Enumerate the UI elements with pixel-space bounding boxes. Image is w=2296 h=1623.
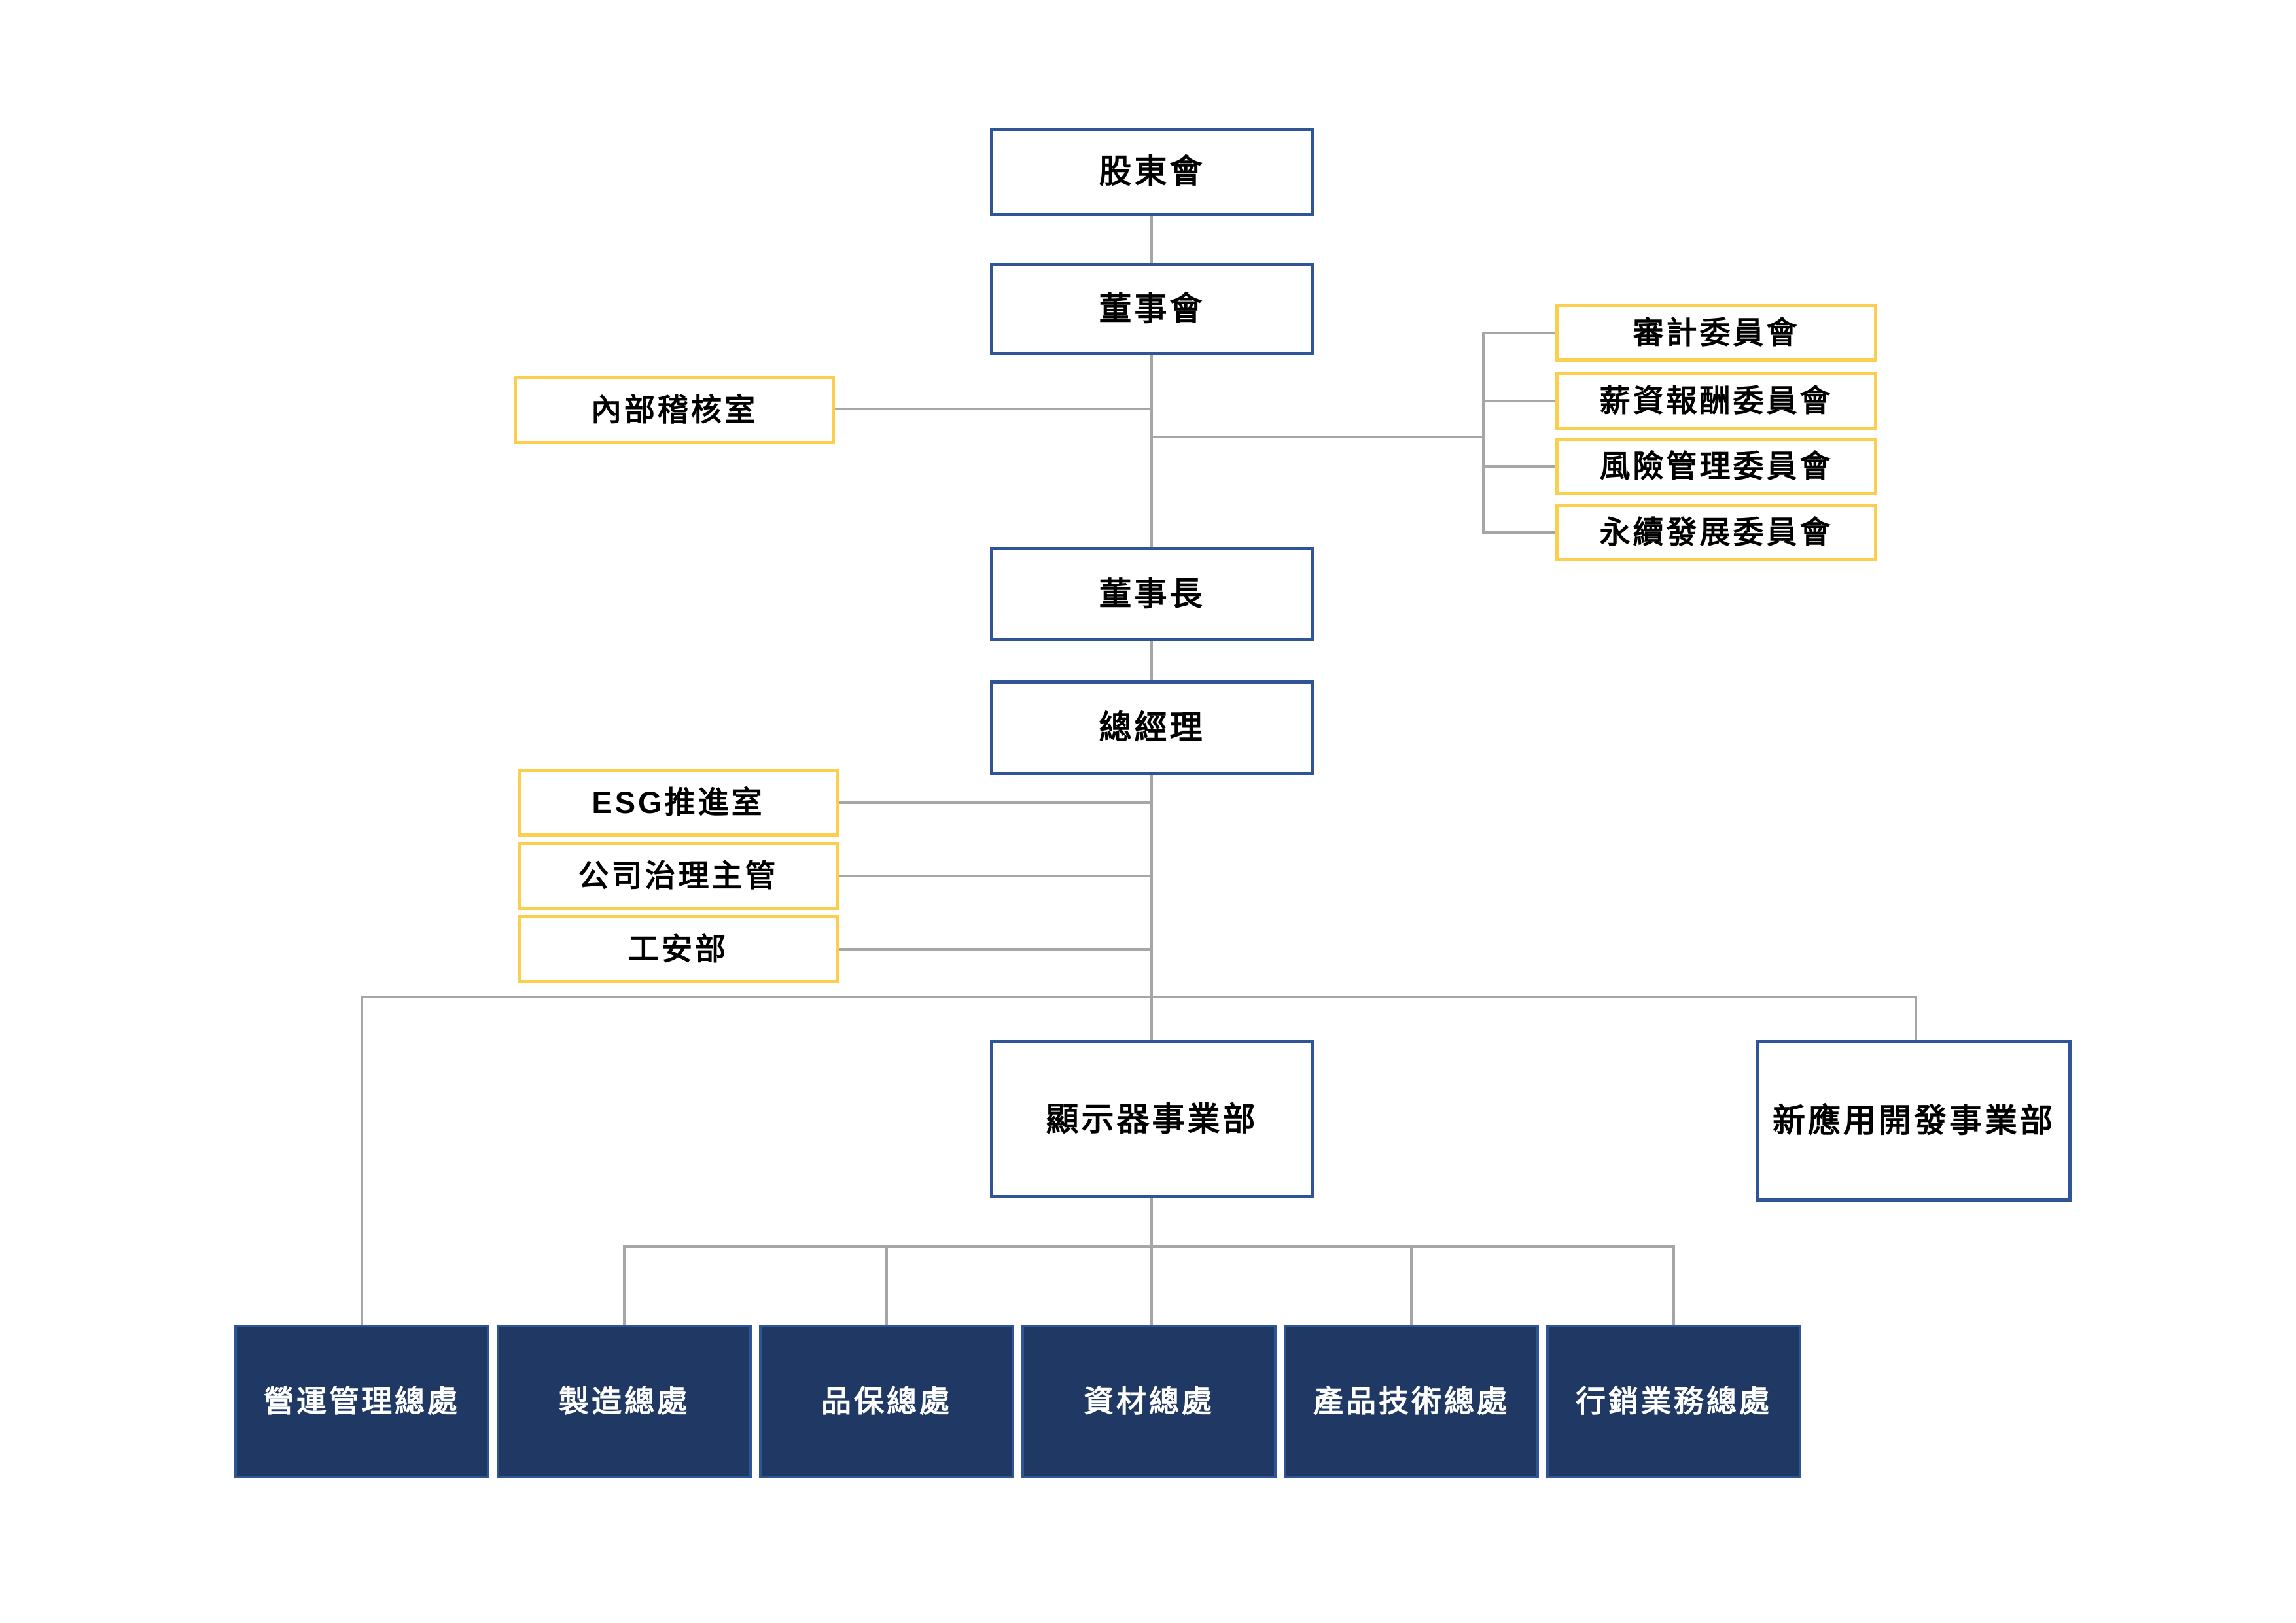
connector-safety-dept	[839, 948, 1152, 951]
connector-compensation-committee	[1482, 400, 1557, 402]
node-governance-officer: 公司治理主管	[518, 842, 839, 910]
node-internal-audit-label: 內部稽核室	[591, 393, 758, 428]
node-marketing-div-label: 行銷業務總處	[1576, 1384, 1772, 1419]
connector-operations-drop	[361, 996, 363, 1325]
node-board: 董事會	[990, 263, 1314, 355]
connector-shareholders-board	[1150, 216, 1153, 263]
connector-product-tech-drop	[1410, 1245, 1413, 1325]
node-qa-div-label: 品保總處	[821, 1384, 952, 1419]
node-president-label: 總經理	[1099, 709, 1205, 746]
node-shareholders-label: 股東會	[1099, 153, 1205, 190]
connector-materials-drop	[1150, 1245, 1153, 1325]
connector-committee-feed	[1150, 436, 1485, 438]
connector-display-lower	[1150, 1198, 1153, 1246]
connector-committee-bus	[1482, 332, 1485, 532]
connector-audit-committee	[1482, 332, 1557, 334]
node-new-app-bu-label: 新應用開發事業部	[1773, 1102, 2055, 1139]
node-sustainability-committee: 永續發展委員會	[1555, 504, 1877, 561]
connector-president-display	[1150, 775, 1153, 1040]
node-esg-office-label: ESG推進室	[592, 785, 765, 820]
node-display-bu-label: 顯示器事業部	[1046, 1100, 1258, 1138]
connector-sustainability-committee	[1482, 531, 1557, 534]
node-manufacturing-div-label: 製造總處	[559, 1384, 690, 1419]
connector-lower-bus	[623, 1245, 1675, 1248]
connector-qa-drop	[885, 1245, 888, 1325]
node-operations-div-label: 營運管理總處	[264, 1384, 460, 1419]
connector-esg-office	[839, 801, 1152, 804]
node-operations-div: 營運管理總處	[234, 1325, 489, 1478]
node-board-label: 董事會	[1099, 290, 1205, 327]
node-product-tech-div: 產品技術總處	[1284, 1325, 1539, 1478]
node-safety-dept-label: 工安部	[628, 932, 728, 967]
node-president: 總經理	[990, 680, 1314, 775]
node-internal-audit: 內部稽核室	[514, 376, 835, 444]
node-audit-committee: 審計委員會	[1555, 304, 1877, 362]
node-sustainability-committee-label: 永續發展委員會	[1599, 515, 1833, 550]
node-product-tech-div-label: 產品技術總處	[1313, 1384, 1510, 1419]
node-risk-committee-label: 風險管理委員會	[1599, 449, 1833, 484]
node-esg-office: ESG推進室	[518, 769, 839, 837]
node-chairman: 董事長	[990, 547, 1314, 641]
connector-board-chairman	[1150, 355, 1153, 547]
connector-internal-audit	[835, 408, 1152, 410]
node-new-app-bu: 新應用開發事業部	[1756, 1040, 2072, 1202]
node-shareholders: 股東會	[990, 128, 1314, 216]
node-display-bu: 顯示器事業部	[990, 1040, 1314, 1198]
connector-marketing-drop	[1672, 1245, 1675, 1325]
node-materials-div-label: 資材總處	[1084, 1384, 1214, 1419]
connector-risk-committee	[1482, 465, 1557, 468]
connector-governance-officer	[839, 875, 1152, 877]
node-compensation-committee: 薪資報酬委員會	[1555, 372, 1877, 430]
node-safety-dept: 工安部	[518, 915, 839, 983]
node-qa-div: 品保總處	[759, 1325, 1014, 1478]
node-manufacturing-div: 製造總處	[497, 1325, 752, 1478]
node-risk-committee: 風險管理委員會	[1555, 438, 1877, 495]
node-materials-div: 資材總處	[1021, 1325, 1277, 1478]
connector-main-bus	[361, 996, 1916, 998]
node-governance-officer-label: 公司治理主管	[578, 858, 779, 894]
node-marketing-div: 行銷業務總處	[1546, 1325, 1801, 1478]
connector-chairman-president	[1150, 641, 1153, 680]
node-audit-committee-label: 審計委員會	[1633, 315, 1800, 351]
connector-new-app-drop	[1915, 996, 1917, 1040]
node-compensation-committee-label: 薪資報酬委員會	[1599, 383, 1833, 419]
connector-manufacturing-drop	[623, 1245, 626, 1325]
node-chairman-label: 董事長	[1099, 575, 1205, 612]
